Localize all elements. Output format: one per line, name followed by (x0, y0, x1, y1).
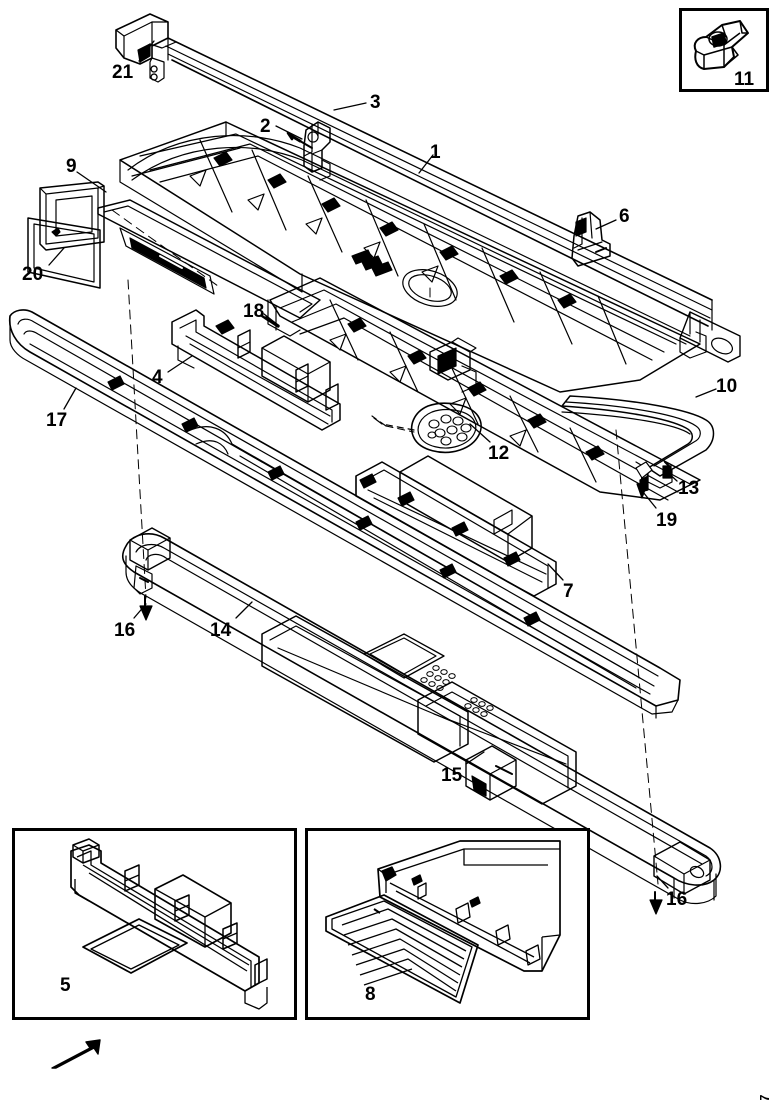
callout-8: 8 (365, 984, 376, 1005)
part-18-screw (260, 314, 280, 328)
part-11-spring-clip-artwork (693, 20, 749, 70)
direction-arrow (51, 1039, 101, 1069)
callout-16-left: 16 (114, 620, 136, 641)
callout-10: 10 (716, 376, 738, 397)
part-19-rivet (636, 477, 648, 499)
callout-4: 4 (152, 367, 163, 388)
part-6-support-bracket (571, 211, 611, 267)
part-2-screw (286, 131, 313, 149)
part-1-lower-frame (267, 277, 701, 501)
part-12-speaker-grille (373, 402, 482, 454)
part-1-main-crossmember (165, 37, 741, 363)
callout-6: 6 (619, 206, 630, 227)
assembly-guide-lines (111, 209, 659, 885)
callout-13: 13 (678, 478, 700, 499)
part-8-louvre-grille-artwork (325, 840, 561, 1004)
callout-19: 19 (656, 510, 678, 531)
callout-21: 21 (112, 62, 134, 83)
callout-20: 20 (22, 264, 44, 285)
part-7-center-duct-housing (355, 455, 557, 597)
part-15-console-vent-unit (261, 615, 577, 805)
callout-11: 11 (734, 69, 755, 90)
inset-part-8 (305, 828, 590, 1020)
part-5-cover-panel-artwork (70, 838, 268, 1010)
callout-5: 5 (60, 975, 71, 996)
callout-7: 7 (563, 581, 574, 602)
callout-1: 1 (430, 142, 441, 163)
inset-part-5 (12, 828, 297, 1020)
part-17-upper-trim-rail (8, 309, 681, 719)
part-1-upper-frame (119, 121, 701, 393)
callout-14: 14 (210, 620, 232, 641)
callout-16-right: 16 (666, 889, 688, 910)
part-13-screw (662, 461, 672, 479)
callout-18: 18 (243, 301, 265, 322)
part-16-rivet-right (649, 891, 663, 915)
callout-leader-lines (48, 40, 741, 985)
callout-12: 12 (488, 443, 510, 464)
callout-3: 3 (370, 92, 381, 113)
part-20-end-cap-panel (27, 217, 101, 289)
part-10-lower-carrier-rail (561, 395, 715, 493)
part-9-center-bar (97, 199, 321, 319)
callout-17: 17 (46, 410, 68, 431)
drawing-number: 388 117 (757, 1094, 772, 1100)
part-9-reinforcement-panel (39, 181, 105, 251)
part-4-duct-housing (171, 309, 341, 431)
guide-line-part-12 (371, 415, 415, 433)
callout-2: 2 (260, 116, 271, 137)
inset-part-11 (679, 8, 769, 92)
callout-15: 15 (441, 765, 463, 786)
callout-9: 9 (66, 156, 77, 177)
